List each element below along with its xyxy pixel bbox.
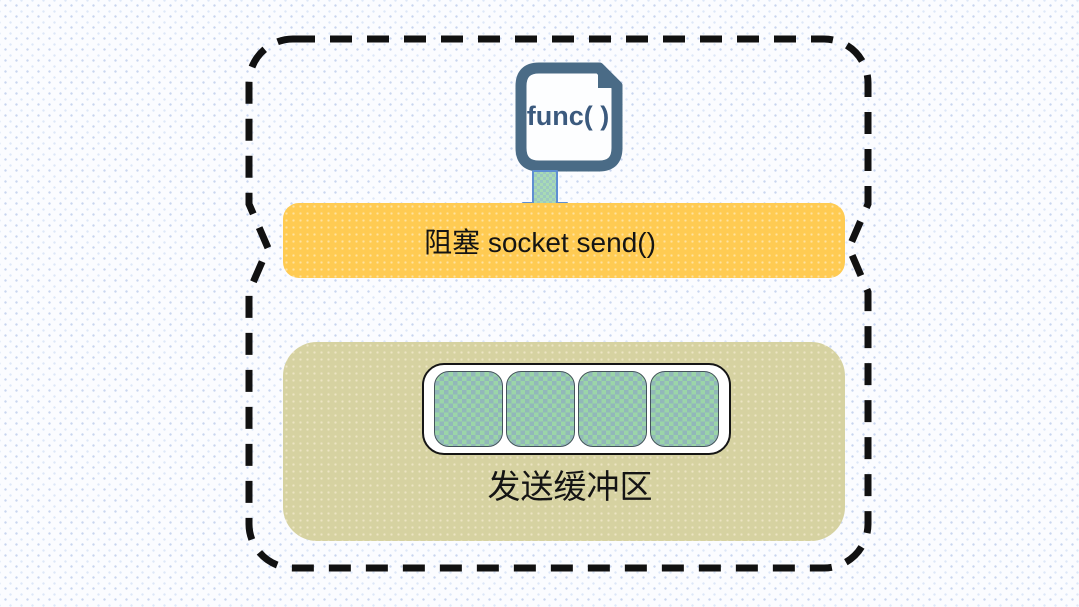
blocking-socket-send-bar: 阻塞 socket send() [283,203,845,278]
buffer-slot [506,371,575,447]
send-buffer-label: 发送缓冲区 [487,468,653,505]
buffer-slot [434,371,503,447]
buffer-slot [650,371,719,447]
buffer-slot [578,371,647,447]
func-card-label: func( ) [526,101,610,131]
blocking-bar-label: 阻塞 socket send() [424,226,656,258]
buffer-slot-row [422,363,731,455]
send-buffer-box: 发送缓冲区 [283,342,845,541]
